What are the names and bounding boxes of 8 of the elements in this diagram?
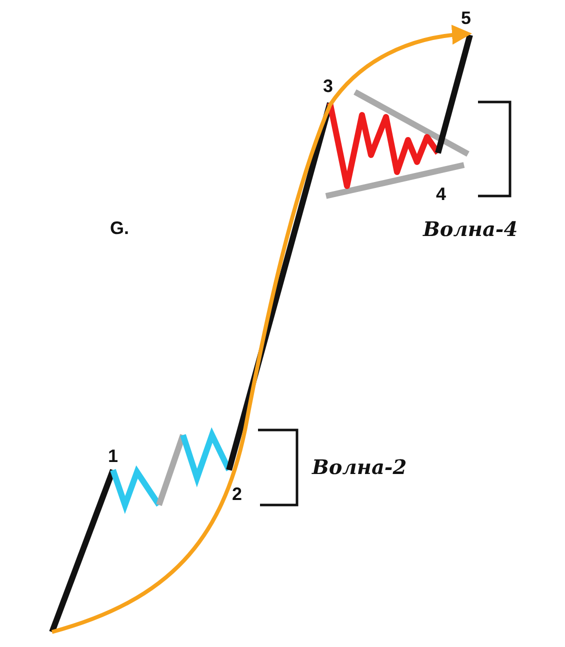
wave-point-label: 3 — [323, 76, 334, 97]
wave-name: Волна-4 — [423, 217, 518, 241]
wave-point-label: 4 — [436, 184, 446, 205]
figure-label: G. — [110, 218, 130, 239]
wave-point-label: 1 — [108, 446, 118, 467]
wave-point-label: 2 — [232, 484, 242, 505]
wave-point-label: 5 — [461, 8, 472, 29]
wave-name: Волна-2 — [312, 455, 407, 479]
